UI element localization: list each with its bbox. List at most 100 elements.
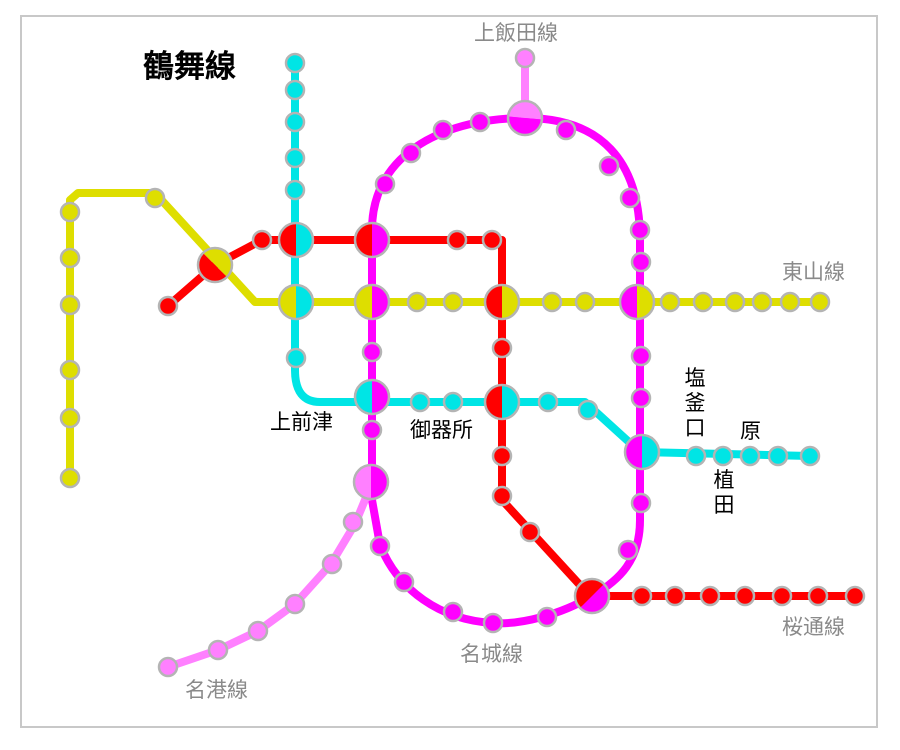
transfer-half [355, 380, 372, 414]
transfer-station-marker [618, 283, 656, 321]
station-marker [400, 142, 422, 164]
station-marker [342, 511, 364, 533]
transfer-half [372, 223, 389, 257]
line-meijo [368, 114, 644, 628]
transfer-half [502, 385, 519, 419]
station-marker [59, 201, 81, 223]
station-label-ueda: 植田 [713, 468, 735, 518]
station-marker [630, 492, 652, 514]
station-marker [617, 539, 639, 561]
line-label-meijo: 名城線 [460, 642, 523, 666]
station-marker [284, 111, 306, 133]
station-marker [712, 445, 734, 467]
station-label-gokiso: 御器所 [410, 418, 473, 442]
station-marker [469, 111, 491, 133]
transfer-half [372, 285, 389, 319]
station-marker [664, 585, 686, 607]
transfer-half [372, 380, 389, 414]
transfer-half [296, 223, 313, 257]
station-marker [685, 445, 707, 467]
station-marker [514, 47, 536, 69]
station-marker [157, 295, 179, 317]
station-marker [285, 347, 307, 369]
station-marker [59, 294, 81, 316]
station-marker [659, 291, 681, 313]
station-marker [519, 521, 541, 543]
station-marker [59, 407, 81, 429]
station-marker [699, 585, 721, 607]
transfer-station-marker [623, 433, 661, 471]
station-marker [374, 173, 396, 195]
transfer-half [279, 285, 296, 319]
station-marker [537, 391, 559, 413]
station-marker [630, 387, 652, 409]
station-marker [284, 79, 306, 101]
transfer-station-marker [277, 221, 315, 259]
transfer-half [575, 579, 605, 609]
transfer-half [642, 435, 659, 469]
station-marker [251, 229, 273, 251]
transfer-half [620, 285, 637, 319]
station-marker [442, 391, 464, 413]
station-marker [442, 291, 464, 313]
station-marker [247, 620, 269, 642]
station-marker [482, 612, 504, 634]
station-marker [491, 337, 513, 359]
station-marker [446, 229, 468, 251]
station-marker [369, 535, 391, 557]
transfer-half [198, 252, 228, 282]
station-marker [724, 291, 746, 313]
transfer-station-marker [483, 383, 521, 421]
station-marker [799, 445, 821, 467]
transfer-station-marker [277, 283, 315, 321]
transfer-half [508, 101, 542, 120]
station-marker [619, 187, 641, 209]
transfer-half [508, 116, 542, 136]
station-marker [631, 585, 653, 607]
transfer-half [637, 285, 654, 319]
station-marker [144, 187, 166, 209]
station-marker [207, 639, 229, 661]
station-marker [577, 399, 599, 421]
station-marker [555, 119, 577, 141]
transfer-half [502, 285, 519, 319]
transfer-station-marker [483, 283, 521, 321]
station-marker [809, 291, 831, 313]
transfer-station-marker [573, 577, 611, 615]
transfer-station-marker [352, 463, 390, 501]
station-marker [598, 155, 620, 177]
station-marker [361, 341, 383, 363]
station-marker [630, 345, 652, 367]
transfer-half [296, 285, 313, 319]
line-label-higashiyama: 東山線 [782, 260, 845, 284]
line-label-kamiiida: 上飯田線 [474, 21, 558, 45]
transfer-half [625, 435, 642, 469]
station-marker [767, 445, 789, 467]
station-marker [844, 585, 866, 607]
station-marker [739, 445, 761, 467]
station-marker [406, 291, 428, 313]
station-marker [751, 291, 773, 313]
transfer-half [355, 223, 372, 257]
line-label-meiko: 名港線 [185, 678, 248, 702]
station-marker [157, 656, 179, 678]
transfer-half [355, 285, 372, 319]
station-marker [284, 52, 306, 74]
station-marker [807, 585, 829, 607]
station-marker [284, 179, 306, 201]
transfer-station-marker [353, 283, 391, 321]
station-label-kamimaezu: 上前津 [270, 410, 333, 434]
station-marker [409, 391, 431, 413]
transfer-half [579, 583, 609, 613]
transfer-half [485, 385, 502, 419]
map-frame [20, 15, 878, 728]
station-marker [59, 247, 81, 269]
station-marker [393, 571, 415, 593]
station-marker [779, 291, 801, 313]
station-marker [284, 593, 306, 615]
station-label-shiogamaguchi: 塩釜口 [684, 366, 706, 441]
line-higashiyama [66, 189, 820, 478]
transfer-half [279, 223, 296, 257]
transfer-half [202, 248, 232, 278]
